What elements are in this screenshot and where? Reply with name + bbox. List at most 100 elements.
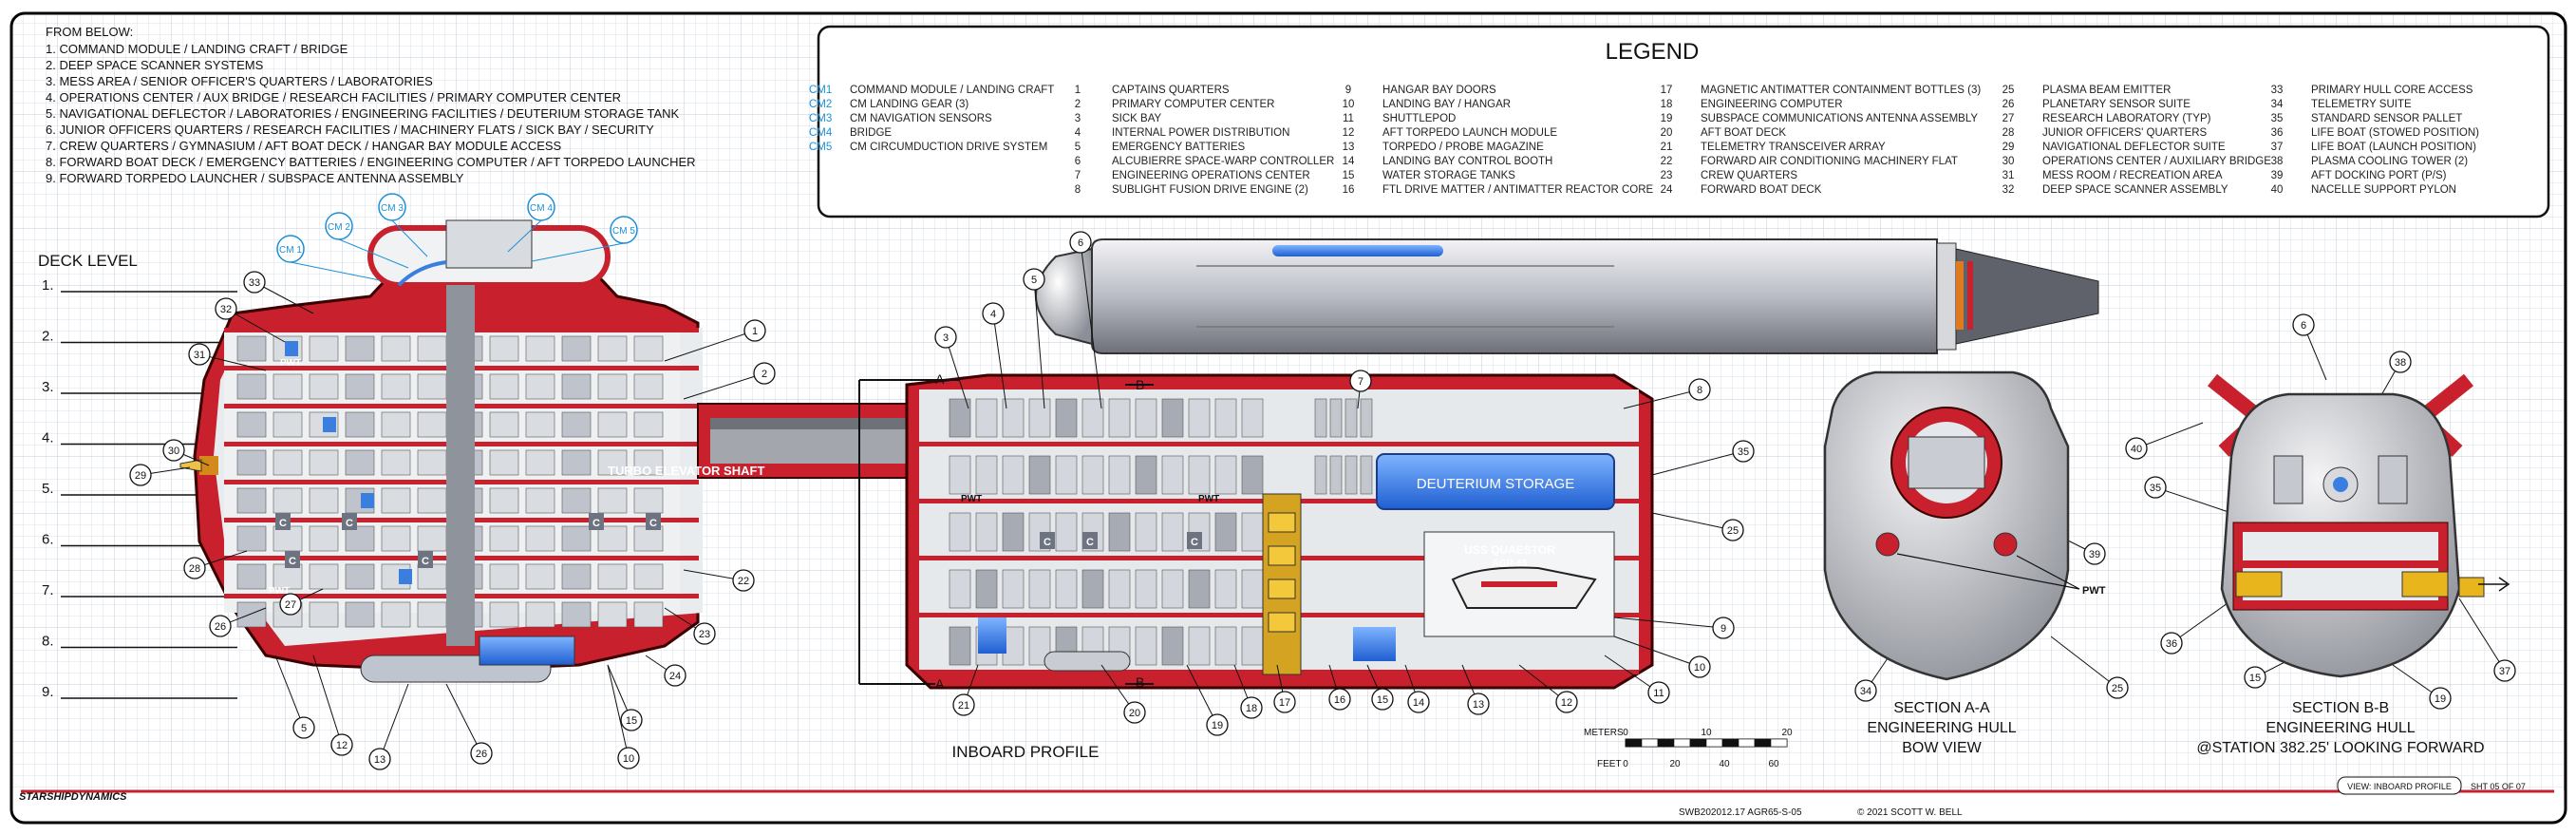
deck-level-label: 4.	[42, 430, 54, 446]
legend-item-number: 35	[2271, 113, 2284, 124]
eng-compartment	[1108, 455, 1131, 495]
saucer-room	[309, 487, 339, 514]
deck-level-title: DECK LEVEL	[38, 252, 138, 270]
callout-number: 12	[336, 740, 348, 751]
legend-item-number: 2	[1075, 99, 1081, 110]
callout-number: 13	[374, 754, 385, 766]
eng-compartment	[1135, 455, 1157, 495]
callout-bubble	[2244, 666, 2266, 689]
drawing-number: SWB202012.17 AGR65-S-05	[1679, 807, 1802, 818]
eng-compartment	[1344, 398, 1358, 438]
deck-notes-heading: FROM BELOW:	[46, 25, 133, 39]
eng-compartment	[1002, 398, 1025, 438]
callout-bubble	[1123, 701, 1146, 724]
callout-bubble	[215, 297, 237, 320]
section-b-caption: SECTION B-B	[2292, 700, 2389, 716]
deck-notes: FROM BELOW: 1. COMMAND MODULE / LANDING …	[46, 25, 696, 185]
legend-item-number: 30	[2003, 156, 2015, 167]
section-a-caption: SECTION A-A	[1893, 700, 1990, 716]
callout-number: 25	[2112, 683, 2123, 694]
eng-compartment	[1214, 569, 1237, 609]
eng-compartment	[1108, 569, 1131, 609]
callout-bubble	[1240, 696, 1263, 719]
svg-text:C: C	[1044, 537, 1051, 548]
shuttle-name: USS QUAESTOR	[1464, 543, 1555, 557]
scale-feet-tick: 0	[1623, 759, 1628, 769]
callout-number: 11	[1653, 688, 1664, 699]
eng-compartment	[1002, 512, 1025, 552]
legend-item-number: 7	[1075, 170, 1081, 181]
callout-leader	[2154, 486, 2232, 514]
callout-number: 33	[249, 277, 260, 289]
deck-note-item: 2. DEEP SPACE SCANNER SYSTEMS	[46, 58, 264, 72]
saucer-room	[561, 563, 592, 590]
pwt-marker: PWT	[961, 494, 982, 504]
callout-bubble	[368, 748, 391, 770]
cm-callout-leader	[507, 219, 542, 253]
saucer-room	[236, 563, 267, 590]
eng-compartment	[1028, 455, 1051, 495]
legend-item-text: AFT BOAT DECK	[1701, 127, 1786, 139]
legend-item-text: WATER STORAGE TANKS	[1382, 170, 1515, 181]
legend-item-number: 14	[1343, 156, 1355, 167]
saucer-room	[633, 487, 664, 514]
callout-leader	[1651, 450, 1744, 476]
legend-item-number: 32	[2003, 184, 2015, 196]
callout-bubble	[1688, 655, 1711, 678]
legend-item-text: ENGINEERING OPERATIONS CENTER	[1112, 170, 1310, 181]
legend-item-text: NAVIGATIONAL DEFLECTOR SUITE	[2042, 142, 2226, 153]
callout-bubble	[292, 716, 315, 739]
crew-quarters-marker: C	[1040, 532, 1055, 549]
callout-number: 27	[285, 599, 296, 611]
legend-item-number: 27	[2003, 113, 2015, 124]
scale-segment	[1673, 738, 1691, 748]
eng-compartment	[1161, 398, 1184, 438]
callout-bubble	[2144, 476, 2167, 499]
eng-compartment	[1028, 398, 1051, 438]
legend-cm-text: CM NAVIGATION SENSORS	[850, 113, 992, 124]
callout-number: 35	[2150, 483, 2161, 494]
saucer-room	[489, 563, 519, 590]
legend-item-text: EMERGENCY BATTERIES	[1112, 142, 1245, 153]
callout-number: 39	[2089, 549, 2100, 560]
section-a-caption: BOW VIEW	[1902, 740, 1982, 756]
legend-item-text: SICK BAY	[1112, 113, 1162, 124]
legend-item-text: DEEP SPACE SCANNER ASSEMBLY	[2042, 184, 2228, 196]
callout-bubble	[1371, 688, 1394, 711]
callout-bubble	[1206, 713, 1229, 736]
callout-bubble	[934, 326, 957, 349]
callout-number: 8	[1697, 385, 1702, 396]
callout-bubble	[617, 747, 640, 769]
legend-item-number: 28	[2003, 127, 2015, 139]
saucer-room	[417, 601, 447, 628]
legend-item-text: FTL DRIVE MATTER / ANTIMATTER REACTOR CO…	[1382, 184, 1654, 196]
crew-quarters-marker: C	[589, 513, 604, 530]
saucer-room	[381, 487, 411, 514]
callout-number: 17	[1279, 697, 1290, 709]
legend-title: LEGEND	[1606, 39, 1700, 65]
legend-item-text: AFT TORPEDO LAUNCH MODULE	[1382, 127, 1557, 139]
eng-compartment	[1241, 626, 1264, 666]
saucer-room	[381, 601, 411, 628]
section-b-caption: ENGINEERING HULL	[2266, 720, 2415, 736]
eng-compartment	[1135, 512, 1157, 552]
eng-compartment	[1161, 455, 1184, 495]
deck-level-label: 6.	[42, 532, 54, 548]
saucer-room	[597, 563, 628, 590]
saucer-room	[597, 487, 628, 514]
svg-text:C: C	[592, 518, 600, 529]
callout-bubble	[753, 362, 776, 385]
deck-level-label: 3.	[42, 379, 54, 395]
legend-item-text: JUNIOR OFFICERS' QUARTERS	[2042, 127, 2208, 139]
eng-compartment	[1329, 455, 1343, 495]
callout-number: 1	[752, 326, 758, 337]
saucer-room	[309, 449, 339, 476]
eng-compartment	[1314, 398, 1327, 438]
eng-compartment	[1135, 398, 1157, 438]
drawing-frame	[9, 11, 2567, 825]
callout-bubble	[162, 439, 185, 462]
eng-compartment	[1028, 626, 1051, 666]
callout-bubble	[2106, 676, 2129, 699]
